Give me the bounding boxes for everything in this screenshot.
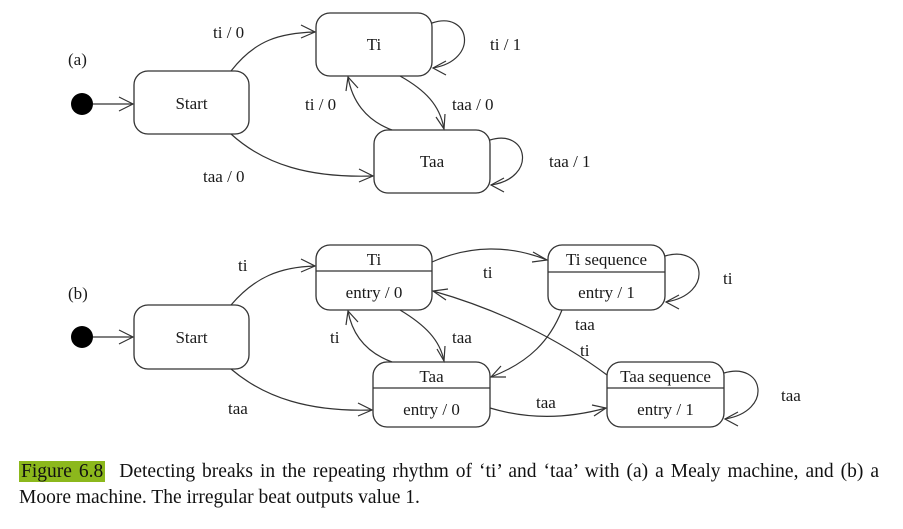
transition-ti-self-a: ti / 1	[431, 20, 521, 76]
transition-label: ti	[330, 328, 340, 347]
state-name: Start	[175, 94, 207, 113]
panel-label-b: (b)	[68, 284, 88, 303]
transition-tiseq-self-b: ti	[664, 253, 733, 310]
transition-taaseq-ti-b: ti	[431, 288, 608, 376]
state-entry-action: entry / 1	[578, 283, 635, 302]
transition-label: taa	[781, 386, 801, 405]
state-taa-a: Taa	[373, 129, 491, 194]
transition-ti-tiseq-b: ti	[431, 248, 549, 282]
transition-taa-ti-a: ti / 0	[305, 75, 393, 131]
transition-ti-taa-b: taa	[399, 309, 472, 363]
transition-taa-ti-b: ti	[330, 309, 393, 363]
state-entry-action: entry / 0	[403, 400, 460, 419]
transition-start-ti-b: ti	[230, 256, 317, 306]
figure-label: Figure 6.8	[19, 461, 106, 482]
transition-taa-taaseq-b: taa	[489, 393, 608, 417]
state-name: Taa	[419, 367, 444, 386]
state-name: Ti	[367, 35, 382, 54]
state-ti-a: Ti	[315, 12, 433, 77]
transition-label: taa	[228, 399, 248, 418]
transition-label: taa / 0	[203, 167, 245, 186]
state-name: Start	[175, 328, 207, 347]
initial-state-dot-a	[71, 93, 93, 115]
transition-label: taa / 1	[549, 152, 591, 171]
transition-label: taa / 0	[452, 95, 494, 114]
transition-start-ti-a: ti / 0	[213, 23, 317, 72]
transition-taa-self-a: taa / 1	[489, 137, 591, 193]
state-name: Taa	[420, 152, 445, 171]
state-name: Taa sequence	[620, 367, 711, 386]
state-entry-action: entry / 0	[346, 283, 403, 302]
transition-label: taa	[575, 315, 595, 334]
transition-label: ti / 0	[213, 23, 244, 42]
transition-label: ti	[483, 263, 493, 282]
mealy-machine: (a) Start Ti Taa ti / 0 taa /	[68, 12, 591, 194]
state-diagram: (a) Start Ti Taa ti / 0 taa /	[68, 12, 801, 428]
state-start-b: Start	[133, 304, 250, 370]
transition-tiseq-taa-b: taa	[489, 309, 595, 378]
state-ti-sequence-b: Ti sequence entry / 1	[547, 244, 666, 311]
transition-label: ti / 0	[305, 95, 336, 114]
state-entry-action: entry / 1	[637, 400, 694, 419]
state-taa-sequence-b: Taa sequence entry / 1	[606, 361, 725, 428]
transition-taaseq-self-b: taa	[723, 370, 801, 427]
transition-label: taa	[536, 393, 556, 412]
figure-caption: Figure 6.8 Detecting breaks in the repea…	[19, 459, 879, 511]
state-taa-b: Taa entry / 0	[372, 361, 491, 428]
initial-state-dot-b	[71, 326, 93, 348]
transition-start-taa-b: taa	[228, 368, 374, 418]
initial-arrow-b	[93, 329, 135, 345]
state-start-a: Start	[133, 70, 250, 135]
caption-text: Detecting breaks in the repeating rhythm…	[19, 461, 879, 508]
transition-label: ti	[580, 341, 590, 360]
transition-label: ti	[723, 269, 733, 288]
panel-label-a: (a)	[68, 50, 87, 69]
state-ti-b: Ti entry / 0	[315, 244, 433, 311]
state-name: Ti	[367, 250, 382, 269]
transition-label: ti / 1	[490, 35, 521, 54]
initial-arrow-a	[93, 96, 135, 112]
transition-label: ti	[238, 256, 248, 275]
moore-machine: (b) Start Ti entry / 0 Ti sequence entry…	[68, 244, 801, 428]
transition-label: taa	[452, 328, 472, 347]
transition-start-taa-a: taa / 0	[203, 133, 375, 186]
transition-ti-taa-a: taa / 0	[399, 75, 494, 131]
state-name: Ti sequence	[566, 250, 647, 269]
